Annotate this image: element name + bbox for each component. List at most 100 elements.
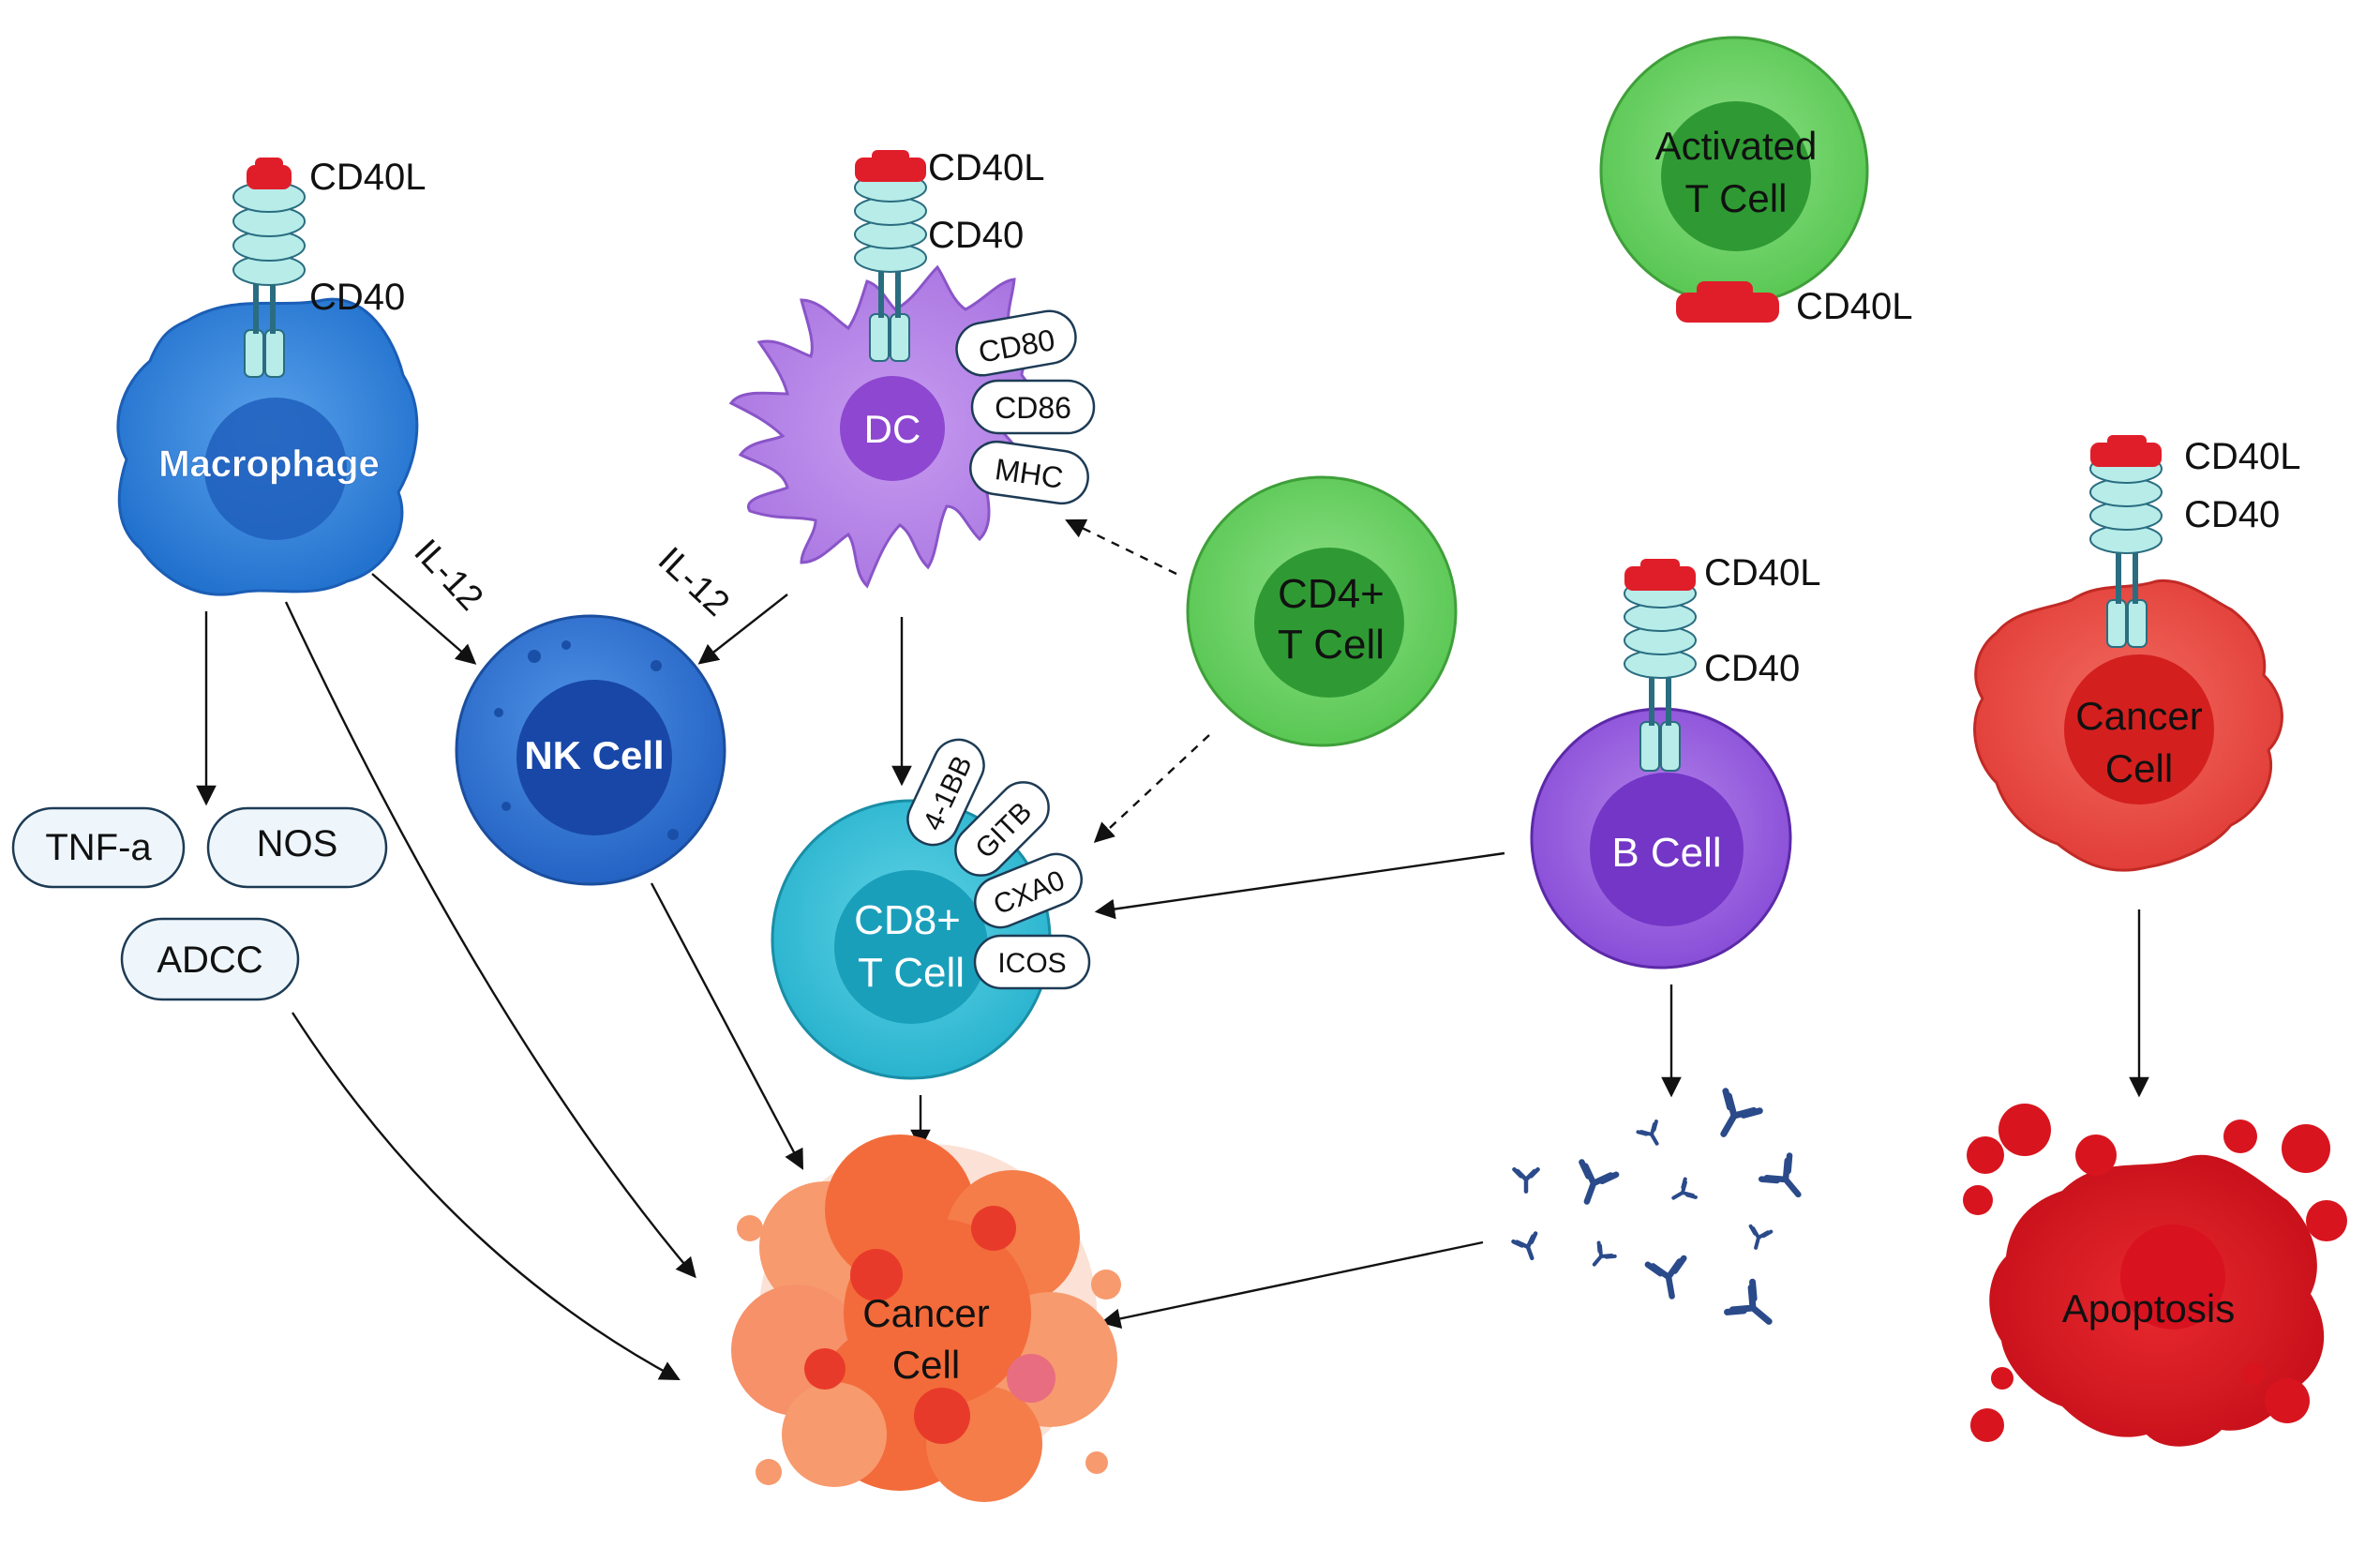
cd8-markers: 4-1BB GITB CXA0 ICOS (906, 738, 1091, 990)
apoptotic-body (2282, 1124, 2330, 1173)
cd8-marker-label: ICOS (997, 948, 1066, 979)
cancer-right-nucleus (2064, 654, 2214, 804)
arrow-cd4-to-cd8 (1093, 734, 1210, 843)
apoptotic-body (2075, 1135, 2117, 1176)
cd8-marker-pill (974, 852, 1083, 929)
cancer-cell-cluster: Cancer Cell (731, 1135, 1121, 1502)
tnf-label: TNF-a (45, 827, 152, 868)
apoptotic-body (1963, 1185, 1993, 1215)
macrophage-label: Macrophage (158, 443, 380, 485)
activated-t-cell: Activated T Cell CD40L (1599, 36, 1913, 327)
cancer-right-cd40-label: CD40 (2184, 494, 2280, 535)
cd8-t-cell: CD8+ T Cell 4-1BB GITB CXA0 ICOS (771, 738, 1091, 1080)
arrow-antibodies-to-cancer (1100, 1240, 1484, 1330)
tnf-pill (11, 806, 186, 889)
cancer-mid-label-line1: Cancer (862, 1291, 989, 1335)
cd8-label-line1: CD8+ (854, 897, 961, 943)
nk-cell: NK Cell (455, 614, 726, 886)
antibody-icon (1592, 1240, 1617, 1267)
arrow-nk-to-cancer (650, 882, 804, 1170)
activated-label-line1: Activated (1655, 124, 1818, 168)
nos-pill (206, 806, 388, 889)
cd4-t-cell: CD4+ T Cell (1186, 475, 1458, 747)
nk-label: NK Cell (524, 733, 664, 777)
cancer-cell-right: Cancer Cell CD40L CD40 (1973, 435, 2301, 872)
cancer-right-label-line1: Cancer (2075, 694, 2202, 738)
dc-marker-pill (970, 379, 1096, 435)
apoptotic-body (2242, 1362, 2265, 1385)
dc-label: DC (864, 407, 921, 451)
bcell-cd40-label: CD40 (1704, 648, 1800, 689)
cd8-marker-pill (954, 781, 1050, 877)
cancer-right-label-line2: Cell (2105, 746, 2173, 790)
nk-nucleus (516, 680, 672, 835)
dc-markers: CD80 CD86 MHC (955, 309, 1096, 505)
activated-cd40l-ligand (1676, 281, 1779, 323)
arrow-dc-to-nk (697, 594, 788, 665)
adcc-pill (120, 917, 300, 1001)
cd4-label-line1: CD4+ (1278, 571, 1385, 617)
antibody-icon (1512, 1166, 1540, 1194)
cd4-nucleus (1254, 548, 1404, 698)
apoptosis: Apoptosis (1963, 1104, 2347, 1447)
adcc-label: ADCC (157, 939, 262, 981)
cd8-label-line2: T Cell (858, 950, 965, 996)
b-cell: B Cell CD40L CD40 (1530, 552, 1821, 969)
antibody-icon (1636, 1120, 1659, 1146)
dc-cd40l-ligand (855, 158, 926, 182)
antibody-icon (1579, 1159, 1620, 1205)
arrows (196, 519, 2149, 1381)
activated-cd40l-label: CD40L (1796, 286, 1913, 327)
apoptotic-body (1991, 1367, 2013, 1390)
dc-nucleus (840, 376, 945, 481)
il12-label-macrophage: IL-12 (406, 532, 490, 618)
apoptotic-body (2306, 1200, 2347, 1241)
nos-label: NOS (257, 823, 338, 864)
macrophage: Macrophage CD40L CD40 (116, 157, 427, 596)
arrow-macrophage-to-cancer (284, 601, 696, 1279)
apoptotic-body (1998, 1104, 2051, 1156)
apoptosis-nucleus (2120, 1225, 2225, 1330)
effector-pills: TNF-a NOS ADCC (11, 806, 388, 1001)
arrow-bcell-to-cd8 (1094, 851, 1505, 920)
apoptosis-label: Apoptosis (2062, 1286, 2235, 1330)
antibody-icon (1748, 1224, 1774, 1250)
activated-label-line2: T Cell (1685, 176, 1788, 220)
macrophage-cd40-label: CD40 (309, 277, 405, 318)
dc-cd40-receptor (854, 150, 927, 362)
dc-cd40-label: CD40 (928, 215, 1024, 256)
antibody-icon (1758, 1152, 1802, 1198)
antibody-icon (1720, 1088, 1763, 1137)
arrow-adcc-to-cancer (291, 1012, 681, 1381)
dc-marker-label: CD86 (995, 391, 1071, 425)
cancer-right-cd40l-label: CD40L (2184, 436, 2301, 477)
macrophage-nucleus (204, 398, 347, 540)
cd8-nucleus (834, 870, 988, 1024)
macrophage-cd40-receptor (232, 158, 306, 378)
bcell-label: B Cell (1611, 830, 1721, 876)
arrow-macrophage-to-nk (371, 573, 477, 665)
arrow-cd4-to-dc (1065, 519, 1177, 576)
apoptotic-body (1970, 1408, 2004, 1442)
macrophage-cd40l-label: CD40L (309, 157, 427, 198)
cancer-mid-label-line2: Cell (892, 1343, 960, 1387)
antibodies (1511, 1088, 1802, 1325)
dc-marker-pill (969, 440, 1089, 505)
cancer-right-cd40-receptor (2089, 435, 2163, 648)
bcell-cd40l-ligand (1624, 566, 1696, 591)
dc-cd40l-label: CD40L (928, 147, 1045, 188)
antibody-icon (1511, 1231, 1538, 1261)
antibody-icon (1671, 1177, 1698, 1200)
apoptotic-body (2223, 1120, 2257, 1153)
activated-nucleus (1661, 101, 1811, 251)
dc-marker-pill (955, 309, 1077, 377)
apoptotic-body (2265, 1378, 2310, 1423)
antibody-icon (1644, 1255, 1687, 1300)
dendritic-cell: DC CD40L CD40 CD80 CD86 MHC (728, 147, 1096, 589)
cd8-marker-pill (973, 934, 1091, 990)
antibody-icon (1724, 1278, 1773, 1325)
bcell-cd40-receptor (1624, 559, 1697, 772)
il12-label-dc: IL-12 (651, 540, 737, 624)
cd4-label-line2: T Cell (1278, 622, 1385, 668)
